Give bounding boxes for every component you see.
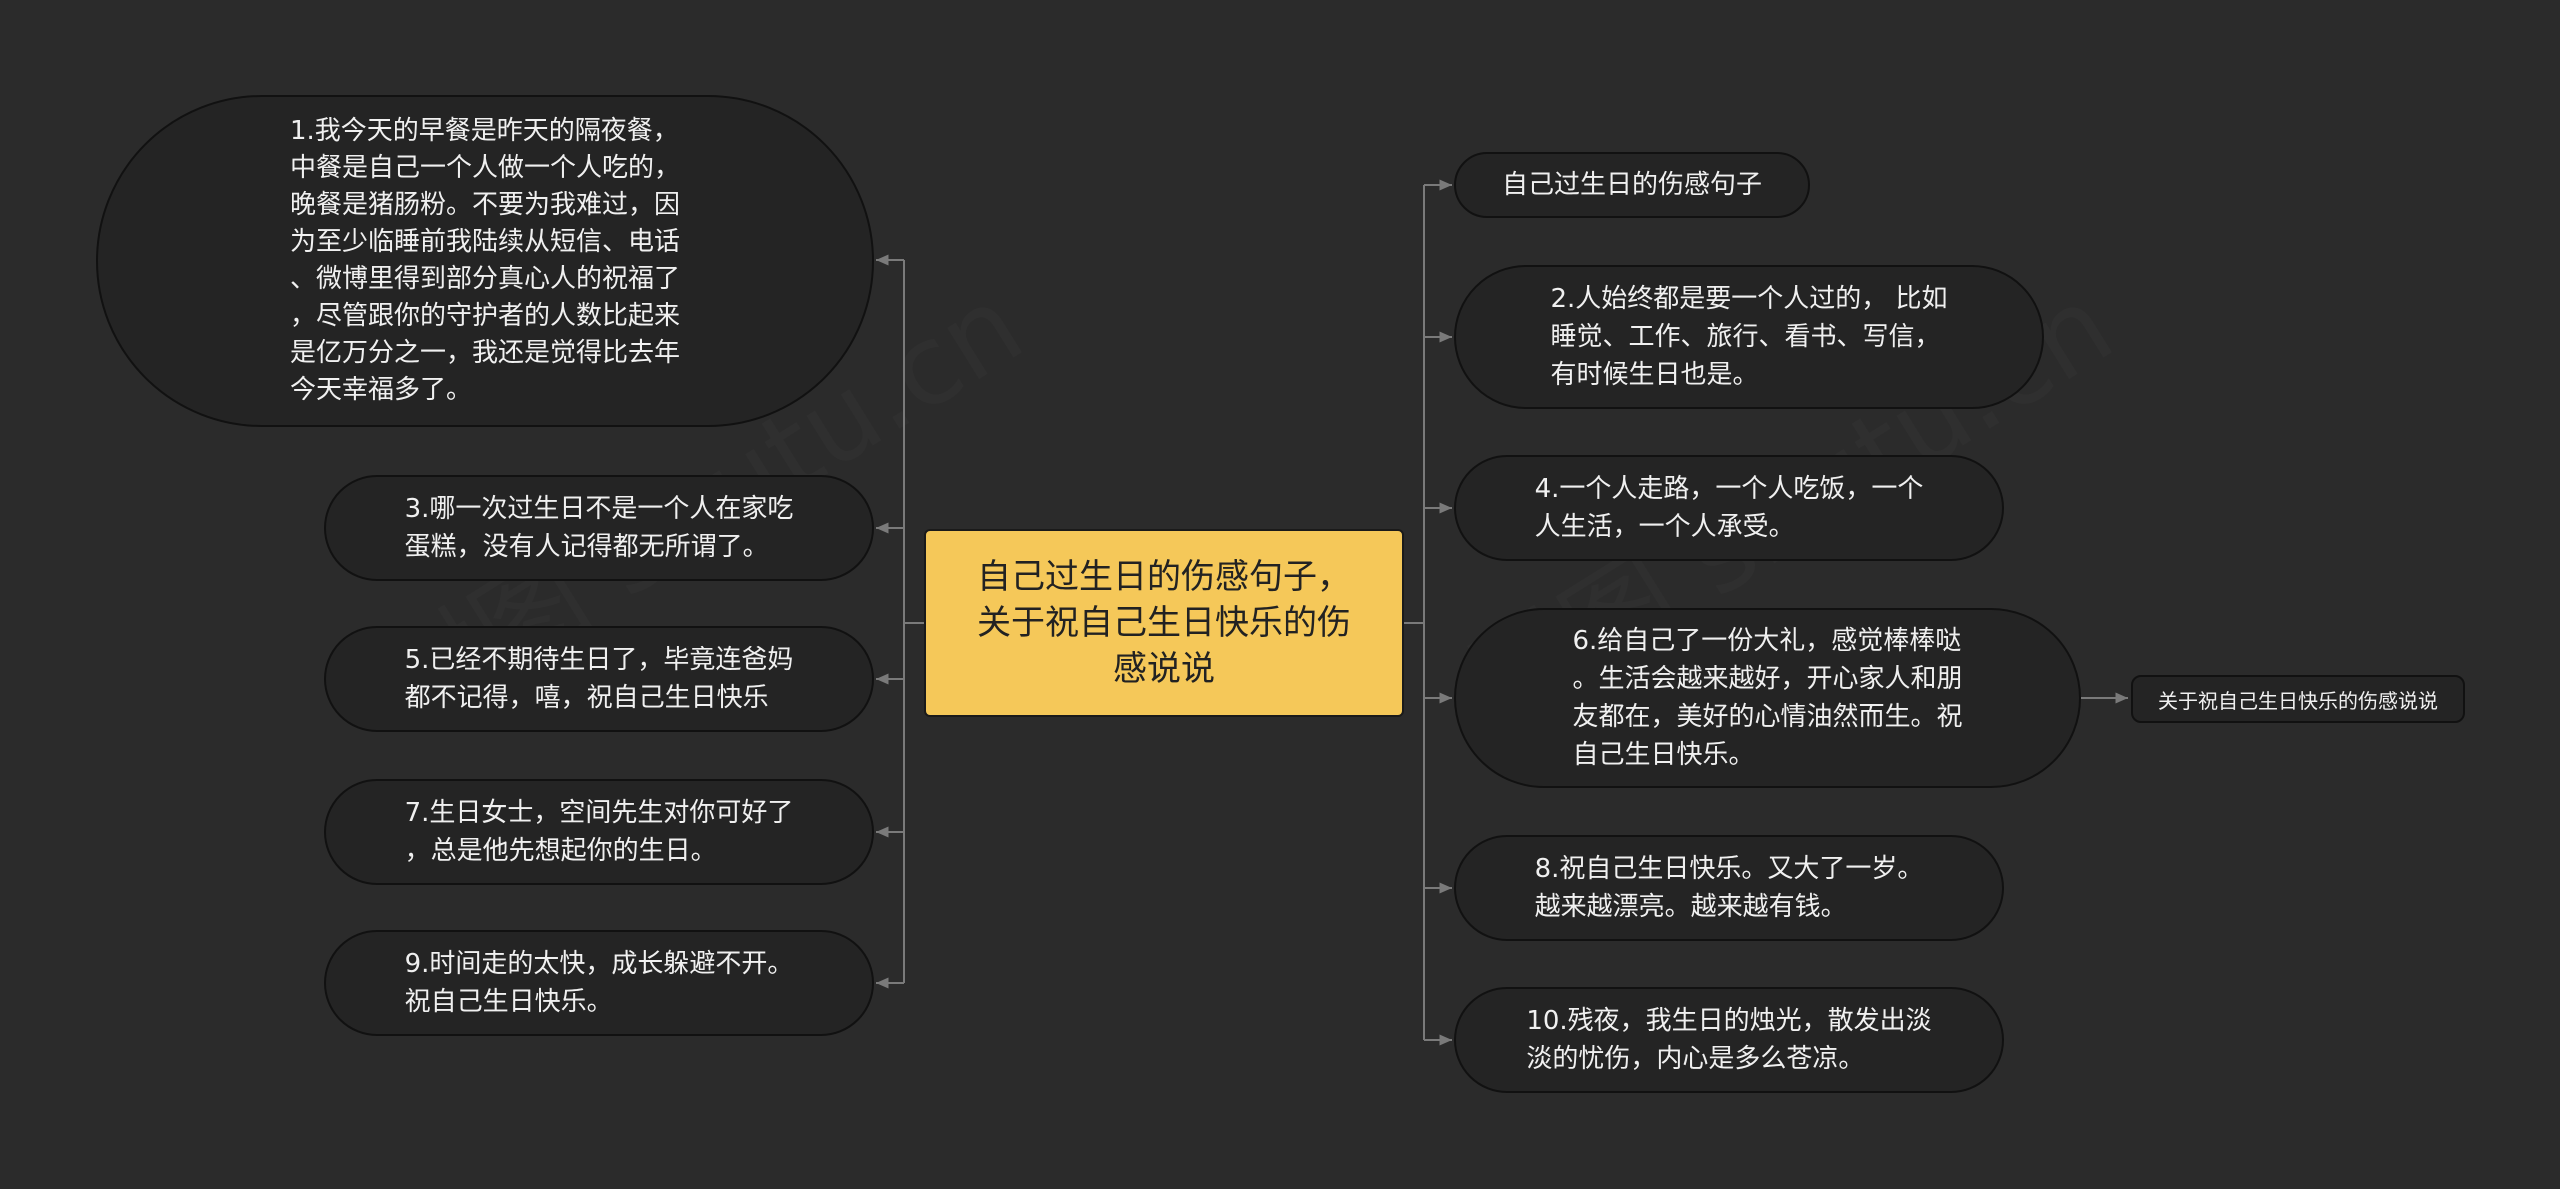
left-node-9-text: 9.时间走的太快，成长躲避不开。 祝自己生日快乐。 (404, 949, 794, 1017)
right-node-10[interactable]: 10.残夜，我生日的烛光，散发出淡 淡的忧伤，内心是多么苍凉。 (1454, 987, 2004, 1093)
right-node-8-text: 8.祝自己生日快乐。又大了一岁。 越来越漂亮。越来越有钱。 (1534, 854, 1924, 922)
left-node-5-text: 5.已经不期待生日了，毕竟连爸妈 都不记得，嘻，祝自己生日快乐 (404, 645, 794, 713)
root-node-text: 自己过生日的伤感句子， 关于祝自己生日快乐的伤 感说说 (977, 557, 1351, 689)
left-node-3-text: 3.哪一次过生日不是一个人在家吃 蛋糕，没有人记得都无所谓了。 (404, 494, 794, 562)
right-node-6[interactable]: 6.给自己了一份大礼，感觉棒棒哒 。生活会越来越好，开心家人和朋 友都在，美好的… (1454, 608, 2081, 788)
right-node-8[interactable]: 8.祝自己生日快乐。又大了一岁。 越来越漂亮。越来越有钱。 (1454, 835, 2004, 941)
left-node-3[interactable]: 3.哪一次过生日不是一个人在家吃 蛋糕，没有人记得都无所谓了。 (324, 475, 874, 581)
right-node-2[interactable]: 2.人始终都是要一个人过的， 比如 睡觉、工作、旅行、看书、写信， 有时候生日也… (1454, 265, 2044, 409)
right-node-2-text: 2.人始终都是要一个人过的， 比如 睡觉、工作、旅行、看书、写信， 有时候生日也… (1550, 284, 1948, 390)
right-node-10-text: 10.残夜，我生日的烛光，散发出淡 淡的忧伤，内心是多么苍凉。 (1526, 1006, 1932, 1074)
right-node-4[interactable]: 4.一个人走路，一个人吃饭，一个 人生活，一个人承受。 (1454, 455, 2004, 561)
right-node-title[interactable]: 自己过生日的伤感句子 (1454, 152, 1810, 218)
left-node-1[interactable]: 1.我今天的早餐是昨天的隔夜餐， 中餐是自己一个人做一个人吃的， 晚餐是猪肠粉。… (96, 95, 874, 427)
left-node-7[interactable]: 7.生日女士，空间先生对你可好了 ，总是他先想起你的生日。 (324, 779, 874, 885)
right-node-4-text: 4.一个人走路，一个人吃饭，一个 人生活，一个人承受。 (1534, 474, 1924, 542)
child-node[interactable]: 关于祝自己生日快乐的伤感说说 (2131, 675, 2465, 723)
left-node-1-text: 1.我今天的早餐是昨天的隔夜餐， 中餐是自己一个人做一个人吃的， 晚餐是猪肠粉。… (289, 116, 680, 405)
right-node-6-text: 6.给自己了一份大礼，感觉棒棒哒 。生活会越来越好，开心家人和朋 友都在，美好的… (1572, 626, 1963, 770)
root-node[interactable]: 自己过生日的伤感句子， 关于祝自己生日快乐的伤 感说说 (924, 529, 1404, 717)
child-node-text: 关于祝自己生日快乐的伤感说说 (2158, 688, 2438, 713)
right-node-title-text: 自己过生日的伤感句子 (1501, 170, 1762, 200)
left-node-7-text: 7.生日女士，空间先生对你可好了 ，总是他先想起你的生日。 (404, 798, 794, 866)
left-node-5[interactable]: 5.已经不期待生日了，毕竟连爸妈 都不记得，嘻，祝自己生日快乐 (324, 626, 874, 732)
left-node-9[interactable]: 9.时间走的太快，成长躲避不开。 祝自己生日快乐。 (324, 930, 874, 1036)
